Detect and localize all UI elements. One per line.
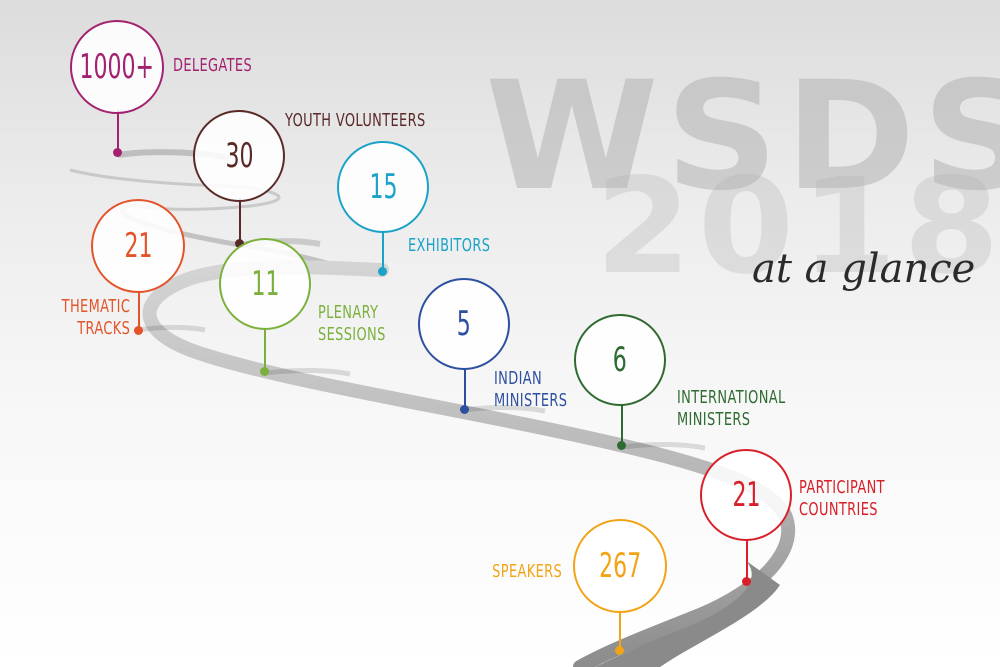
speakers-marker-dot xyxy=(615,646,624,655)
plenary-label: PLENARY SESSIONS xyxy=(318,302,386,345)
countries-value: 21 xyxy=(731,475,761,515)
delegates-stem xyxy=(117,110,119,152)
countries-bubble: 21 xyxy=(700,449,792,541)
delegates-bubble: 1000+ xyxy=(70,20,164,114)
road-main-segment xyxy=(142,260,796,667)
delegates-value: 1000+ xyxy=(79,47,155,87)
countries-stem xyxy=(746,539,748,581)
international-stem xyxy=(621,404,623,444)
speakers-stem xyxy=(619,610,621,650)
indian-bubble: 5 xyxy=(418,278,510,370)
indian-stem xyxy=(464,368,466,408)
watermark-title: WSDS xyxy=(485,50,1000,224)
thematic-value: 21 xyxy=(123,226,153,266)
delegates-marker-dot xyxy=(113,148,122,157)
road-shadow-5 xyxy=(463,404,546,414)
exhibitors-stem xyxy=(382,230,384,270)
exhibitors-label: EXHIBITORS xyxy=(408,235,491,256)
road-shadow-3 xyxy=(137,324,206,333)
countries-marker-dot xyxy=(742,577,751,586)
speakers-value: 267 xyxy=(598,546,642,586)
youth-marker-dot xyxy=(235,239,244,248)
indian-value: 5 xyxy=(456,304,472,344)
indian-marker-dot xyxy=(460,405,469,414)
speakers-bubble: 267 xyxy=(573,519,667,613)
road-shadow-6 xyxy=(621,441,706,451)
youth-label: YOUTH VOLUNTEERS xyxy=(285,110,426,131)
road-bottom-widening xyxy=(595,560,780,667)
plenary-value: 11 xyxy=(250,264,280,304)
exhibitors-marker-dot xyxy=(378,267,387,276)
countries-label: PARTICIPANT COUNTRIES xyxy=(799,477,885,520)
youth-bubble: 30 xyxy=(193,110,285,202)
indian-label: INDIAN MINISTERS xyxy=(494,368,568,411)
international-bubble: 6 xyxy=(574,314,666,406)
tagline: at a glance xyxy=(752,246,976,292)
delegates-label: DELEGATES xyxy=(173,55,253,76)
plenary-bubble: 11 xyxy=(219,238,311,330)
international-marker-dot xyxy=(617,441,626,450)
youth-value: 30 xyxy=(224,136,254,176)
plenary-stem xyxy=(264,327,266,371)
international-label: INTERNATIONAL MINISTERS xyxy=(677,387,786,430)
international-value: 6 xyxy=(612,340,628,380)
thematic-label: THEMATIC TRACKS xyxy=(61,296,130,339)
thematic-marker-dot xyxy=(134,326,143,335)
exhibitors-bubble: 15 xyxy=(337,141,429,233)
thematic-stem xyxy=(138,290,140,330)
watermark-year: 2018 xyxy=(595,150,1000,304)
speakers-label: SPEAKERS xyxy=(492,561,562,582)
plenary-marker-dot xyxy=(260,367,269,376)
road-shadow-4 xyxy=(264,367,351,377)
youth-stem xyxy=(239,198,241,242)
thematic-bubble: 21 xyxy=(91,199,185,293)
exhibitors-value: 15 xyxy=(368,167,398,207)
